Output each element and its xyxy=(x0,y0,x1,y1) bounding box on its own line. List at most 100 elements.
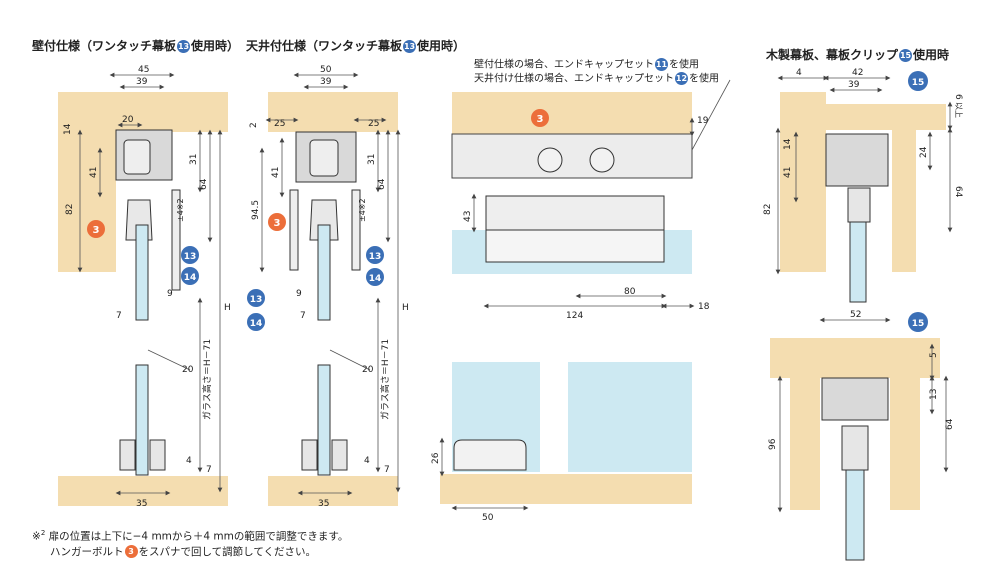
wood-bottom-header xyxy=(770,338,940,378)
part-15-badge: 15 xyxy=(899,49,913,62)
ceiling-floor xyxy=(268,476,398,506)
wall-floor-guide xyxy=(119,439,166,471)
ceiling-dim-2: 2 xyxy=(249,122,259,128)
wall-dim-adjust: ±4※2 xyxy=(176,198,185,222)
wall-callout-14: 14 xyxy=(181,267,199,285)
svg-text:3: 3 xyxy=(537,114,544,125)
wall-dim-31: 31 xyxy=(189,154,199,165)
wood-top-dim-above: 以上 xyxy=(954,102,963,118)
wall-glass-upper xyxy=(135,224,149,321)
ceiling-glass-lower xyxy=(317,364,331,476)
wall-dim-9: 9 xyxy=(167,289,173,299)
wood-bottom-dim-64: 64 xyxy=(945,418,955,430)
ceiling-hanger xyxy=(309,199,339,241)
ceiling-callout-13-left: 13 xyxy=(247,289,265,307)
ceiling-roller xyxy=(309,139,339,177)
front-elevation-view: 19 43 124 80 18 26 50 3 xyxy=(431,79,731,523)
ceiling-dim-7b: 7 xyxy=(384,465,390,475)
wall-valance-panel xyxy=(171,189,181,291)
wood-bottom-dim-96: 96 xyxy=(768,438,778,450)
wall-mount-view: 45 39 20 14 82 41 31 64 ±4※2 7 9 20 ガラス高… xyxy=(58,65,231,509)
ceiling-valance-right xyxy=(351,189,361,271)
wall-dim-7b: 7 xyxy=(206,465,212,475)
wood-top-dim-14: 14 xyxy=(783,138,793,150)
ceiling-dim-64: 64 xyxy=(377,178,387,190)
ceiling-dim-7: 7 xyxy=(300,311,306,321)
wood-top-left-post xyxy=(780,92,826,272)
ceiling-dim-4: 4 xyxy=(364,456,370,466)
front-hanger-plate xyxy=(485,195,665,231)
wall-dim-4: 4 xyxy=(186,456,192,466)
ceiling-dim-H: H xyxy=(402,303,409,313)
wall-dim-39: 39 xyxy=(136,77,148,87)
wall-dim-45: 45 xyxy=(138,65,149,75)
wall-dim-20: 20 xyxy=(122,115,134,125)
svg-text:15: 15 xyxy=(912,319,925,329)
wood-bottom-dim-52: 52 xyxy=(850,310,861,320)
wood-bottom-dim-5: 5 xyxy=(929,352,939,358)
ceiling-mount-view: 50 39 25 25 2 94.5 41 31 64 ±4※2 7 9 20 … xyxy=(247,65,409,509)
front-dim-124: 124 xyxy=(566,311,583,321)
front-roller-left xyxy=(537,147,563,173)
svg-text:14: 14 xyxy=(250,319,263,329)
footnote-line1: 扉の位置は上下に−4 mmから＋4 mmの範囲で調整できます。 xyxy=(48,530,349,543)
wood-valance-top-view: 4 42 39 82 14 41 24 64 6 以上 15 xyxy=(763,68,963,303)
wall-callout-13: 13 xyxy=(181,246,199,264)
svg-text:13: 13 xyxy=(184,252,197,262)
wood-bottom-right-post xyxy=(890,378,920,510)
ceiling-dim-9: 9 xyxy=(296,289,302,299)
wall-top-wood xyxy=(58,92,228,132)
ceiling-dim-25a: 25 xyxy=(274,119,285,129)
front-rail xyxy=(451,133,693,179)
wood-bottom-left-post xyxy=(790,378,820,510)
front-dim-50: 50 xyxy=(482,513,494,523)
front-dim-26: 26 xyxy=(431,452,441,464)
wall-dim-82: 82 xyxy=(65,204,75,215)
wall-dim-35: 35 xyxy=(136,499,147,509)
front-floor-guide xyxy=(453,439,527,471)
svg-text:14: 14 xyxy=(369,274,382,284)
ceiling-dim-35: 35 xyxy=(318,499,329,509)
front-dim-80: 80 xyxy=(624,287,636,297)
wood-title-prefix: 木製幕板、幕板クリップ xyxy=(766,48,899,62)
front-roller-right xyxy=(589,147,615,173)
ceiling-callout-3: 3 xyxy=(268,213,286,231)
svg-text:13: 13 xyxy=(250,295,263,305)
front-floor xyxy=(440,474,692,504)
wood-top-right-post xyxy=(892,130,916,272)
wood-top-dim-4: 4 xyxy=(796,68,802,78)
wall-title-prefix: 壁付仕様（ワンタッチ幕板 xyxy=(32,39,177,53)
part-13-badge: 13 xyxy=(177,40,191,53)
front-header-wood xyxy=(452,92,692,134)
wood-top-dim-42: 42 xyxy=(852,68,863,78)
wood-top-dim-64: 64 xyxy=(953,186,963,198)
wood-top-dim-6: 6 xyxy=(953,94,963,100)
svg-text:13: 13 xyxy=(369,252,382,262)
wall-glass-height: ガラス高さ＝H－71 xyxy=(201,339,213,420)
wood-title-suffix: 使用時 xyxy=(913,48,950,62)
wood-top-dim-41: 41 xyxy=(783,167,793,178)
wood-top-hanger xyxy=(847,187,871,223)
wall-title-suffix: 使用時） xyxy=(191,39,240,53)
wall-dim-41: 41 xyxy=(89,167,99,178)
front-clamp xyxy=(485,229,665,263)
ceiling-title-suffix: 使用時） xyxy=(417,39,466,53)
ceiling-wood xyxy=(268,92,398,132)
wall-dim-20b: 20 xyxy=(182,365,194,375)
wall-dim-14: 14 xyxy=(63,123,73,135)
wall-roller xyxy=(123,139,151,175)
ceiling-dim-25b: 25 xyxy=(368,119,379,129)
ceiling-callout-14-right: 14 xyxy=(366,268,384,286)
svg-text:15: 15 xyxy=(912,78,925,88)
svg-text:3: 3 xyxy=(93,225,100,236)
ceiling-callout-14-left: 14 xyxy=(247,313,265,331)
wood-top-dim-82: 82 xyxy=(763,204,773,215)
wood-top-dim-24: 24 xyxy=(919,146,929,158)
wall-dim-7: 7 xyxy=(116,311,122,321)
front-callout-3: 3 xyxy=(531,109,549,127)
svg-text:3: 3 xyxy=(274,218,281,229)
ceiling-dim-adjust: ±4※2 xyxy=(358,198,367,222)
